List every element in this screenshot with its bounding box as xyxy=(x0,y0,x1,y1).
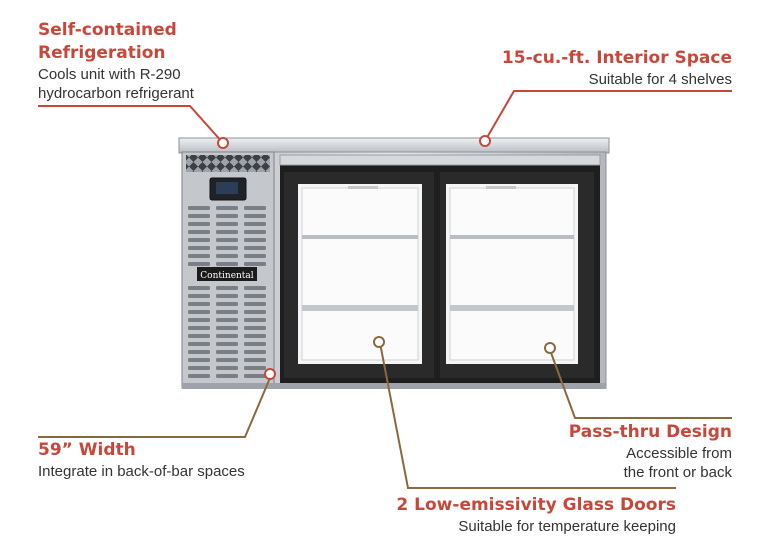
louver-slot xyxy=(188,254,210,258)
louver-slot xyxy=(216,366,238,370)
louver-slot xyxy=(216,318,238,322)
louver-slot xyxy=(244,334,266,338)
louver-slot xyxy=(216,254,238,258)
louver-slot xyxy=(188,214,210,218)
louver-slot xyxy=(188,350,210,354)
louver-slot xyxy=(188,222,210,226)
louver-slot xyxy=(188,358,210,362)
louver-slot xyxy=(244,302,266,306)
vent-grille xyxy=(186,155,270,172)
louver-slot xyxy=(188,206,210,210)
callout-width-title: 59” Width xyxy=(38,440,136,460)
louver-slot xyxy=(216,342,238,346)
louver-slot xyxy=(216,334,238,338)
louver-slot xyxy=(188,230,210,234)
louver-slot xyxy=(188,294,210,298)
louver-slot xyxy=(244,286,266,290)
callout-refrigeration: Self-contained Refrigeration Cools unit … xyxy=(38,19,194,103)
callout-interior-title: 15-cu.-ft. Interior Space xyxy=(501,48,732,68)
louvers xyxy=(188,206,266,378)
left-glass-door xyxy=(284,172,434,378)
louver-slot xyxy=(244,230,266,234)
left-door-handle xyxy=(348,186,378,189)
louver-slot xyxy=(188,366,210,370)
callout-glass-desc: Suitable for temperature keeping xyxy=(458,518,676,535)
callout-passthru: Pass-thru Design Accessible from the fro… xyxy=(569,421,732,482)
louver-slot xyxy=(188,238,210,242)
cabinet-top xyxy=(178,137,610,154)
louver-slot xyxy=(188,262,210,266)
callout-interior-desc: Suitable for 4 shelves xyxy=(588,71,732,88)
callout-width-desc: Integrate in back-of-bar spaces xyxy=(38,463,245,480)
louver-slot xyxy=(216,262,238,266)
louver-slot xyxy=(188,310,210,314)
louver-slot xyxy=(188,318,210,322)
louver-slot xyxy=(216,302,238,306)
cabinet-base xyxy=(182,383,606,389)
callout-refrigeration-title-2: Refrigeration xyxy=(38,43,166,63)
louver-slot xyxy=(216,374,238,378)
right-glass-door xyxy=(440,172,594,378)
louver-slot xyxy=(244,366,266,370)
callout-refrigeration-title-1: Self-contained xyxy=(38,20,177,40)
callout-passthru-title: Pass-thru Design xyxy=(568,422,732,442)
shelves xyxy=(302,235,574,311)
louver-slot xyxy=(244,374,266,378)
louver-slot xyxy=(244,246,266,250)
callout-glass-title: 2 Low-emissivity Glass Doors xyxy=(396,495,676,515)
louver-slot xyxy=(216,294,238,298)
louver-slot xyxy=(244,214,266,218)
louver-slot xyxy=(244,318,266,322)
controller-screen xyxy=(216,182,238,194)
callout-passthru-desc-2: the front or back xyxy=(623,464,732,481)
louver-slot xyxy=(216,238,238,242)
louver-slot xyxy=(244,358,266,362)
louver-slot xyxy=(216,246,238,250)
louver-slot xyxy=(188,334,210,338)
callout-refrigeration-desc-1: Cools unit with R-290 xyxy=(38,66,181,83)
louver-slot xyxy=(216,286,238,290)
louver-slot xyxy=(244,310,266,314)
louver-slot xyxy=(244,350,266,354)
louver-slot xyxy=(244,254,266,258)
louver-slot xyxy=(188,246,210,250)
louver-slot xyxy=(244,222,266,226)
callout-width: 59” Width Integrate in back-of-bar space… xyxy=(38,439,245,481)
brand-plate xyxy=(197,267,257,281)
louver-slot xyxy=(216,310,238,314)
louver-slot xyxy=(188,286,210,290)
louver-slot xyxy=(216,222,238,226)
callout-passthru-desc-1: Accessible from xyxy=(626,445,732,462)
louver-slot xyxy=(216,358,238,362)
callout-glass: 2 Low-emissivity Glass Doors Suitable fo… xyxy=(396,494,676,536)
louver-slot xyxy=(216,230,238,234)
louver-slot xyxy=(244,342,266,346)
louver-slot xyxy=(244,206,266,210)
louver-slot xyxy=(188,326,210,330)
louver-slot xyxy=(188,374,210,378)
louver-slot xyxy=(244,238,266,242)
louver-slot xyxy=(188,302,210,306)
louver-slot xyxy=(244,262,266,266)
right-door-handle xyxy=(486,186,516,189)
louver-slot xyxy=(216,206,238,210)
louver-slot xyxy=(244,294,266,298)
louver-slot xyxy=(216,350,238,354)
louver-slot xyxy=(244,326,266,330)
louver-slot xyxy=(188,342,210,346)
louver-slot xyxy=(216,214,238,218)
louver-slot xyxy=(216,326,238,330)
callout-interior: 15-cu.-ft. Interior Space Suitable for 4… xyxy=(502,47,732,89)
brand-logo: Continental xyxy=(200,271,253,281)
callout-refrigeration-desc-2: hydrocarbon refrigerant xyxy=(38,85,194,102)
